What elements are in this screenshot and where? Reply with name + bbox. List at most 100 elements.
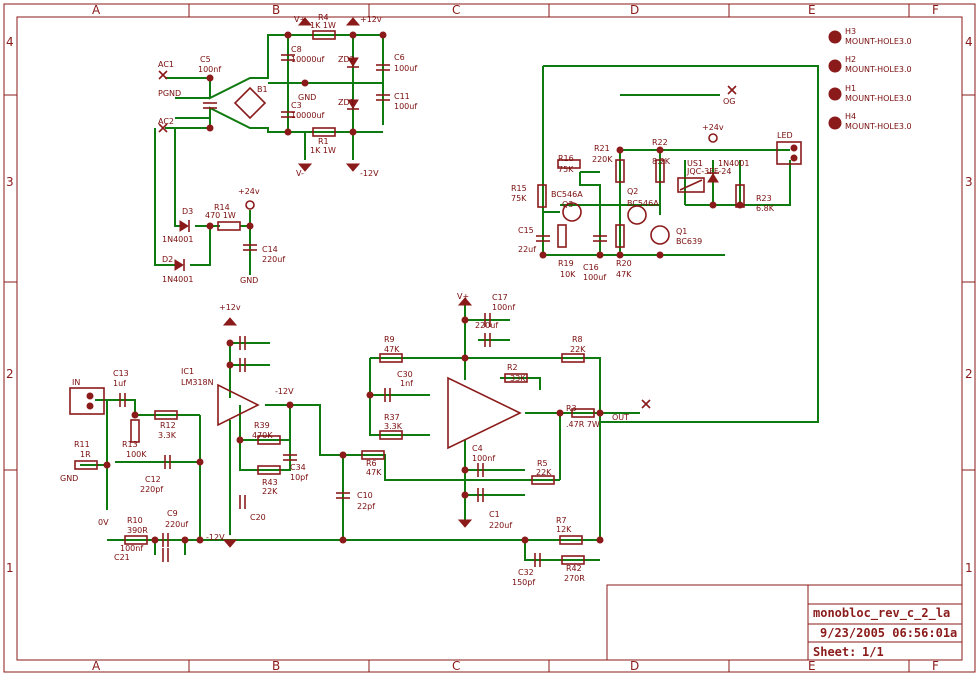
label-bc546a-q2: BC546A xyxy=(627,199,659,208)
label-c11-value: 100uf xyxy=(394,102,417,111)
label-bc546a-q3: BC546A xyxy=(551,190,583,199)
label-d3-value: 1N4001 xyxy=(162,235,193,244)
col-label-e-top: E xyxy=(808,3,816,17)
label-c1-value: 220uf xyxy=(489,521,512,530)
label-r20-value: 47K xyxy=(616,270,632,279)
label-c10-value: 22pf xyxy=(357,502,375,511)
labels: AC1 PGND AC2 C5 100nf B1 V+ R4 1K 1W +12… xyxy=(60,13,793,587)
title-block-sheet-value: 1/1 xyxy=(862,645,884,659)
label-in: IN xyxy=(72,378,80,387)
opamp-power-symbol xyxy=(447,376,522,450)
label-q1: Q1 xyxy=(676,227,687,236)
label-gnd-c14: GND xyxy=(240,276,258,285)
label-c9-value: 220uf xyxy=(165,520,188,529)
label-r10-value: 390R xyxy=(127,526,148,535)
label-r11-value: 1R xyxy=(80,450,91,459)
label-r1: R1 xyxy=(318,137,329,146)
label-q3: Q3 xyxy=(562,200,573,209)
row-label-4-left: 4 xyxy=(6,35,14,49)
label-r7-value: 12K xyxy=(556,525,572,534)
label-q1-value: BC639 xyxy=(676,237,702,246)
label-r42: R42 xyxy=(566,564,582,573)
label-d2: D2 xyxy=(162,255,173,264)
label-c21-value: 100nf xyxy=(120,544,143,553)
label-plus24-relay: +24v xyxy=(702,123,724,132)
label-r16-value: 75K xyxy=(558,165,574,174)
label-r13-value: 100K xyxy=(126,450,147,459)
title-block-sheet-label: Sheet: xyxy=(813,645,856,659)
label-c8: C8 xyxy=(291,45,302,54)
row-label-2-left: 2 xyxy=(6,367,14,381)
label-r12-value: 3.3K xyxy=(158,431,177,440)
label-r8: R8 xyxy=(572,335,583,344)
row-label-1-left: 1 xyxy=(6,561,14,575)
label-minus12-bottom: -12V xyxy=(206,533,225,542)
label-ic1-value: LM318N xyxy=(181,378,214,387)
label-minus12-ic1: -12V xyxy=(275,387,294,396)
label-relay-type: JQC-3FF-24 xyxy=(686,167,732,176)
col-label-c-top: C xyxy=(452,3,460,17)
row-label-1-right: 1 xyxy=(965,561,973,575)
row-label-2-right: 2 xyxy=(965,367,973,381)
label-vplus-top: V+ xyxy=(294,15,306,24)
label-c4: C4 xyxy=(472,444,483,453)
label-c11: C11 xyxy=(394,92,410,101)
mount-hole-h1-type: MOUNT-HOLE3.0 xyxy=(845,94,912,103)
label-c4-value: 100nf xyxy=(472,454,495,463)
label-r23-value: 6.8K xyxy=(756,204,775,213)
label-r21-value: 220K xyxy=(592,155,613,164)
label-r1-value: 1K 1W xyxy=(310,146,336,155)
label-b1: B1 xyxy=(257,85,268,94)
label-r15: R15 xyxy=(511,184,527,193)
components xyxy=(69,17,802,567)
label-c9: C9 xyxy=(167,509,178,518)
label-ac2: AC2 xyxy=(158,117,174,126)
label-q2: Q2 xyxy=(627,187,638,196)
label-c30-value: 1nf xyxy=(400,379,413,388)
title-block-date: 9/23/2005 06:56:01a xyxy=(820,626,957,640)
inner-frame xyxy=(16,16,963,661)
label-r4-value: 1K 1W xyxy=(310,21,336,30)
label-r19-value: 10K xyxy=(560,270,576,279)
label-r37-value: 3.3K xyxy=(384,422,403,431)
label-gnd-ps: GND xyxy=(298,93,316,102)
label-r39-value: 470K xyxy=(252,431,273,440)
mount-hole-h4-type: MOUNT-HOLE3.0 xyxy=(845,122,912,131)
label-r14: R14 xyxy=(214,203,230,212)
label-r15-value: 75K xyxy=(511,194,527,203)
label-c34: C34 xyxy=(290,463,306,472)
label-pgnd: PGND xyxy=(158,89,181,98)
label-r14-value: 470 1W xyxy=(205,211,236,220)
label-vplus-amp: V+ xyxy=(457,292,469,301)
label-c5: C5 xyxy=(200,55,211,64)
label-d2-value: 1N4001 xyxy=(162,275,193,284)
col-label-c-bottom: C xyxy=(452,659,460,673)
label-c21: C21 xyxy=(114,553,130,562)
mount-hole-h2-type: MOUNT-HOLE3.0 xyxy=(845,65,912,74)
label-c1: C1 xyxy=(489,510,500,519)
label-r9: R9 xyxy=(384,335,395,344)
label-plus24: +24v xyxy=(238,187,260,196)
label-led: LED xyxy=(777,131,793,140)
label-r5: R5 xyxy=(537,459,548,468)
label-ic1: IC1 xyxy=(181,367,194,376)
label-minus12-ps: -12V xyxy=(360,169,379,178)
col-label-e-bottom: E xyxy=(808,659,816,673)
label-c15-value: 22uf xyxy=(518,245,536,254)
label-c13-value: 1uf xyxy=(113,379,126,388)
label-c12: C12 xyxy=(145,475,161,484)
col-label-f-bottom: F xyxy=(932,659,939,673)
title-block-name: monobloc_rev_c_2_la xyxy=(813,606,950,621)
label-c17-value: 100nf xyxy=(492,303,515,312)
label-r2: R2 xyxy=(507,363,518,372)
col-label-b-top: B xyxy=(272,3,280,17)
label-r8-value: 22K xyxy=(570,345,586,354)
label-r19: R19 xyxy=(558,259,574,268)
label-r43-value: 22K xyxy=(262,487,278,496)
label-c32: C32 xyxy=(518,568,534,577)
label-plus12-ic1: +12v xyxy=(219,303,241,312)
label-r2-value: 33K xyxy=(510,374,526,383)
mount-hole-h3: H3 xyxy=(845,27,856,36)
label-c13: C13 xyxy=(113,369,129,378)
mount-hole-h3-type: MOUNT-HOLE3.0 xyxy=(845,37,912,46)
